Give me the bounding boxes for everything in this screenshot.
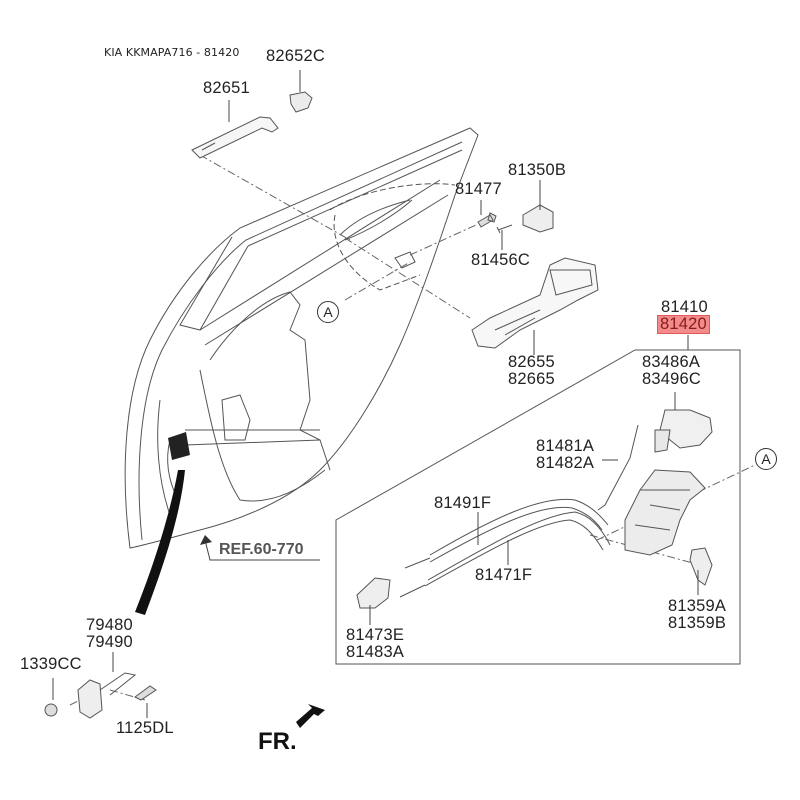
door-checker-installed: [168, 432, 190, 460]
front-marker: FR.: [258, 728, 297, 755]
label-1125dl[interactable]: 1125DL: [116, 719, 174, 737]
part-82652c-cover[interactable]: [289, 91, 313, 113]
part-79480-door-checker[interactable]: [77, 672, 137, 719]
reference-label: REF.60-770: [219, 541, 304, 558]
callout-a-right: A: [755, 448, 777, 470]
cable-ends: [399, 557, 431, 598]
label-82652c[interactable]: 82652C: [266, 47, 325, 65]
ref-arrow-head: [200, 535, 212, 545]
label-81483a[interactable]: 81483A: [346, 643, 405, 661]
label-81481a[interactable]: 81481A: [536, 437, 595, 455]
part-81350b-gasket[interactable]: [522, 204, 554, 233]
label-81350b[interactable]: 81350B: [508, 161, 567, 179]
label-79490[interactable]: 79490: [86, 633, 133, 651]
part-82655-handle-frame[interactable]: [471, 257, 599, 349]
label-83496c[interactable]: 83496C: [642, 370, 701, 388]
part-81471f-cable[interactable]: [424, 511, 611, 587]
part-81491f-cable[interactable]: [429, 498, 609, 563]
label-81491f[interactable]: 81491F: [434, 494, 492, 512]
part-81456c-screw[interactable]: [496, 224, 513, 234]
door-check-strap-indicator: [135, 470, 185, 615]
part-82651-outside-handle[interactable]: [191, 116, 279, 159]
label-82665[interactable]: 82665: [508, 370, 555, 388]
callout-a-left: A: [317, 301, 339, 323]
front-direction-arrow-icon: [296, 704, 325, 728]
label-81482a[interactable]: 81482A: [536, 454, 595, 472]
part-81477-bolt[interactable]: [477, 212, 497, 228]
label-81359a[interactable]: 81359A: [668, 597, 727, 615]
diagram-title: KIA KKMAPA716 - 81420: [104, 46, 240, 59]
label-81473e[interactable]: 81473E: [346, 626, 405, 644]
label-81471f[interactable]: 81471F: [475, 566, 533, 584]
label-1339cc[interactable]: 1339CC: [20, 655, 82, 673]
label-leaders: [52, 70, 699, 718]
label-83486a[interactable]: 83486A: [642, 353, 701, 371]
label-81477[interactable]: 81477: [455, 180, 502, 198]
part-81410-door-latch[interactable]: [624, 469, 706, 556]
label-82651[interactable]: 82651: [203, 79, 250, 97]
part-83486a-actuator[interactable]: [654, 409, 713, 453]
part-81359a-cover[interactable]: [689, 547, 713, 586]
label-82655[interactable]: 82655: [508, 353, 555, 371]
part-81473e-bracket[interactable]: [356, 577, 391, 609]
part-1125dl-bolt[interactable]: [134, 685, 157, 701]
label-81410[interactable]: 81410: [661, 298, 708, 316]
label-79480[interactable]: 79480: [86, 616, 133, 634]
part-81481a-rod[interactable]: [597, 424, 639, 511]
label-81359b[interactable]: 81359B: [668, 614, 727, 632]
label-81456c[interactable]: 81456C: [471, 251, 530, 269]
leader-lines: [69, 154, 756, 706]
door-panel: [124, 127, 479, 549]
part-1339cc-nut[interactable]: [44, 703, 58, 717]
label-81420-highlighted[interactable]: 81420: [657, 315, 710, 334]
